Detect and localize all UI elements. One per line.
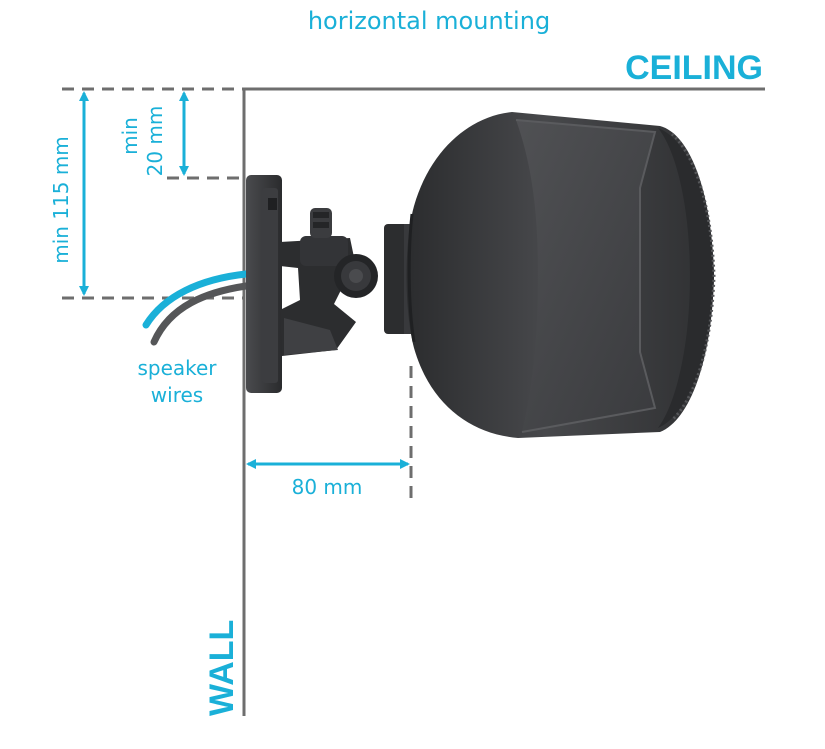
min-20-label-line2: 20 mm [143,106,167,177]
min-115-label: min 115 mm [49,136,73,264]
wall-bracket-illustration [246,175,414,393]
ceiling-label: CEILING [625,49,763,87]
depth-80-label: 80 mm [292,475,363,499]
speaker-illustration [406,112,716,438]
diagram-title: horizontal mounting [308,7,550,35]
min-20-label-line1: min [118,117,142,155]
speaker-wires-illustration [142,270,250,346]
speaker-wires-label-line2: wires [151,383,203,407]
speaker-wires-label-line1: speaker [137,356,217,380]
wall-label: WALL [203,620,241,716]
